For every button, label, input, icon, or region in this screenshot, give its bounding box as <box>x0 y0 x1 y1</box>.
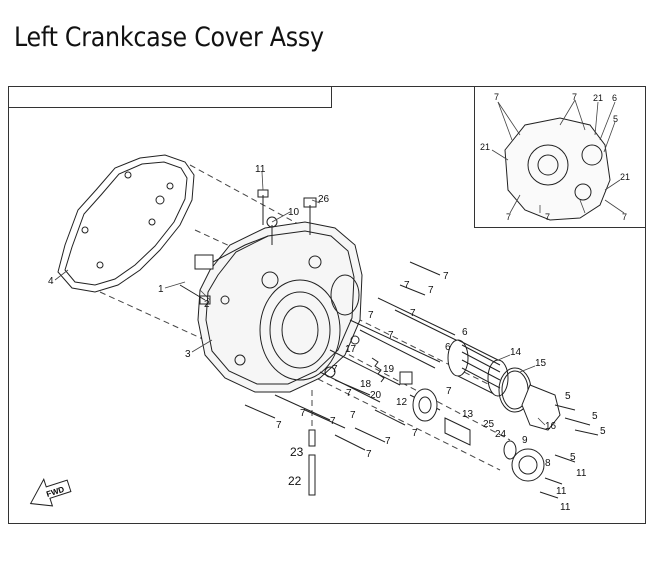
bearing-part <box>412 388 438 422</box>
callout-11-top: 11 <box>255 164 266 175</box>
spring-part <box>371 357 385 383</box>
bolts-11 <box>539 454 576 499</box>
bushing-part <box>444 417 471 446</box>
callout-7i: 7 <box>412 428 418 439</box>
callout-16: 16 <box>545 421 557 432</box>
inset-callout-21b: 21 <box>480 142 490 152</box>
callout-14: 14 <box>510 347 522 358</box>
callout-13: 13 <box>462 409 474 420</box>
callout-7o: 7 <box>276 420 282 431</box>
inset-callout-7d: 7 <box>545 212 550 222</box>
cap-part <box>511 448 545 482</box>
callout-4: 4 <box>48 276 54 287</box>
callout-5d: 5 <box>570 452 576 463</box>
callout-25: 25 <box>483 419 495 430</box>
sensor-part <box>179 235 269 305</box>
callout-23: 23 <box>290 445 304 459</box>
callout-20: 20 <box>370 390 382 401</box>
page-title: Left Crankcase Cover Assy <box>14 22 324 53</box>
inset-callout-7e: 7 <box>622 212 627 222</box>
callout-7p: 7 <box>404 280 410 291</box>
callout-7m: 7 <box>330 416 336 427</box>
callout-7n: 7 <box>300 408 306 419</box>
callout-5c: 5 <box>600 426 606 437</box>
callout-5b: 5 <box>592 411 598 422</box>
callout-9: 9 <box>522 435 528 446</box>
inset-callout-6: 6 <box>612 93 617 103</box>
callout-6b: 6 <box>445 342 451 353</box>
callout-8: 8 <box>545 458 551 469</box>
callout-22: 22 <box>288 474 302 488</box>
filter-cover-part <box>521 384 561 431</box>
callout-18: 18 <box>360 379 372 390</box>
callout-15: 15 <box>535 358 547 369</box>
dowel-part <box>308 429 316 447</box>
callout-7a: 7 <box>443 271 449 282</box>
callout-17: 17 <box>345 344 357 355</box>
callout-11c: 11 <box>556 486 567 497</box>
callout-10: 10 <box>288 207 300 218</box>
inset-callout-21c: 21 <box>620 172 630 182</box>
inset-callout-7c: 7 <box>506 212 511 222</box>
callout-7j: 7 <box>385 436 391 447</box>
oil-filter-part <box>447 339 509 397</box>
callout-12: 12 <box>396 397 408 408</box>
callout-2: 2 <box>204 299 210 310</box>
inset-callout-7b: 7 <box>572 92 577 102</box>
diagram-header-box <box>8 86 332 108</box>
callout-7d: 7 <box>368 310 374 321</box>
callout-7f: 7 <box>332 364 338 375</box>
callout-7k: 7 <box>366 449 372 460</box>
callout-7h: 7 <box>446 386 452 397</box>
callout-11b: 11 <box>576 468 587 479</box>
callout-7g: 7 <box>346 388 352 399</box>
inset-callout-7a: 7 <box>494 92 499 102</box>
callout-5a: 5 <box>565 391 571 402</box>
washer-part <box>503 440 517 460</box>
callout-19: 19 <box>383 364 395 375</box>
pin-part <box>308 454 316 496</box>
inset-drawing <box>491 99 625 221</box>
bolts-5 <box>554 404 599 436</box>
callout-26: 26 <box>318 194 330 205</box>
plug-part <box>399 371 413 385</box>
callout-6a: 6 <box>462 327 468 338</box>
callout-24: 24 <box>495 429 507 440</box>
callout-3: 3 <box>185 349 191 360</box>
callout-11d: 11 <box>560 502 571 513</box>
callout-7c: 7 <box>410 308 416 319</box>
callout-7e: 7 <box>388 330 394 341</box>
inset-callout-5: 5 <box>613 114 618 124</box>
gasket-part <box>57 154 195 293</box>
callout-7b: 7 <box>428 285 434 296</box>
crankcase-cover-part <box>197 221 363 393</box>
inset-callout-21a: 21 <box>593 93 603 103</box>
callout-1: 1 <box>158 284 164 295</box>
top-bolts <box>257 189 317 245</box>
callout-7l: 7 <box>350 410 356 421</box>
fwd-arrow-icon: FWD <box>29 478 72 507</box>
